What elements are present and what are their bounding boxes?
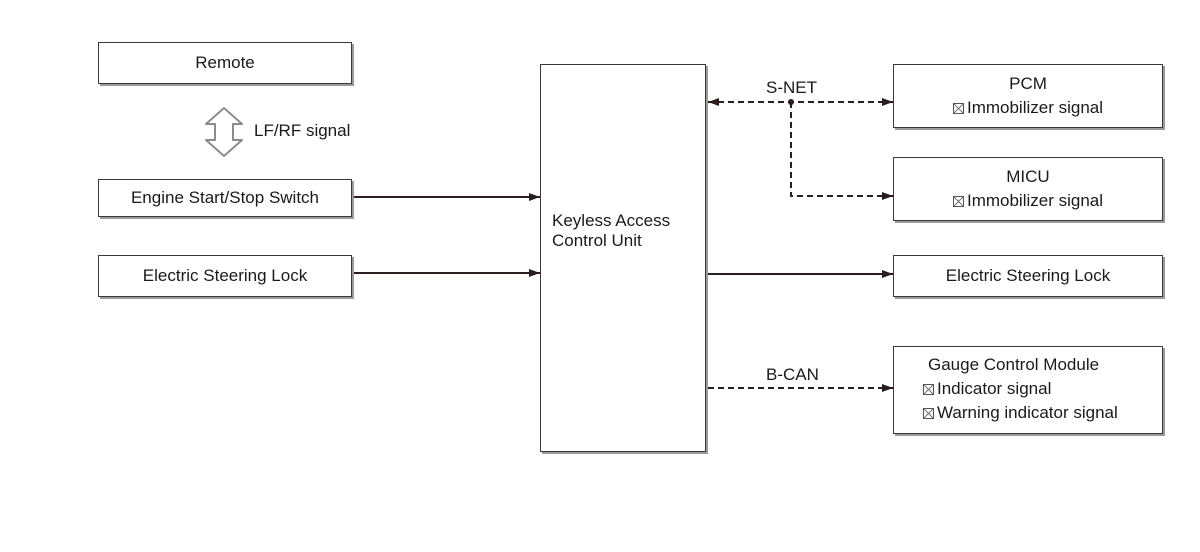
remote-box: Remote	[98, 42, 352, 84]
pcm-box: PCM Immobilizer signal	[893, 64, 1163, 128]
micu-signal-row: Immobilizer signal	[952, 189, 1104, 213]
electric-steering-lock-input-box: Electric Steering Lock	[98, 255, 352, 297]
bullet-icon	[923, 384, 934, 395]
keyless-access-control-unit-box: Keyless Access Control Unit	[540, 64, 706, 452]
bullet-icon	[923, 408, 934, 419]
keyless-unit-line-2: Control Unit	[552, 231, 642, 250]
lf-rf-signal-label: LF/RF signal	[254, 121, 351, 140]
micu-box: MICU Immobilizer signal	[893, 157, 1163, 221]
gauge-control-module-box: Gauge Control Module Indicator signal Wa…	[893, 346, 1163, 434]
steering-lock-in-label: Electric Steering Lock	[142, 266, 308, 285]
lf-rf-double-arrow-icon	[205, 107, 243, 157]
gauge-signal-row-2: Warning indicator signal	[894, 401, 1162, 425]
steering-lock-out-label: Electric Steering Lock	[945, 266, 1111, 285]
gauge-indicator-signal-label: Indicator signal	[937, 379, 1052, 398]
remote-label: Remote	[195, 53, 255, 72]
pcm-title: PCM	[1009, 74, 1047, 93]
pcm-signal-label: Immobilizer signal	[966, 98, 1104, 117]
micu-signal-label: Immobilizer signal	[966, 191, 1104, 210]
bcan-bus-label: B-CAN	[766, 365, 819, 384]
snet-bus-label: S-NET	[766, 78, 817, 97]
gauge-signal-row-1: Indicator signal	[894, 377, 1162, 401]
pcm-signal-row: Immobilizer signal	[952, 96, 1104, 120]
engine-switch-label: Engine Start/Stop Switch	[130, 188, 320, 207]
snet-micu-connector	[790, 102, 893, 200]
gauge-warning-indicator-signal-label: Warning indicator signal	[937, 403, 1118, 422]
engine-start-stop-switch-box: Engine Start/Stop Switch	[98, 179, 352, 217]
bullet-icon	[952, 196, 964, 207]
keyless-unit-line-1: Keyless Access	[552, 211, 671, 230]
bullet-icon	[952, 103, 964, 114]
electric-steering-lock-output-box: Electric Steering Lock	[893, 255, 1163, 297]
snet-junction-dot	[788, 99, 794, 105]
micu-title: MICU	[1006, 167, 1050, 186]
keyless-unit-label: Keyless Access Control Unit	[552, 211, 670, 251]
gauge-title: Gauge Control Module	[928, 355, 1100, 374]
